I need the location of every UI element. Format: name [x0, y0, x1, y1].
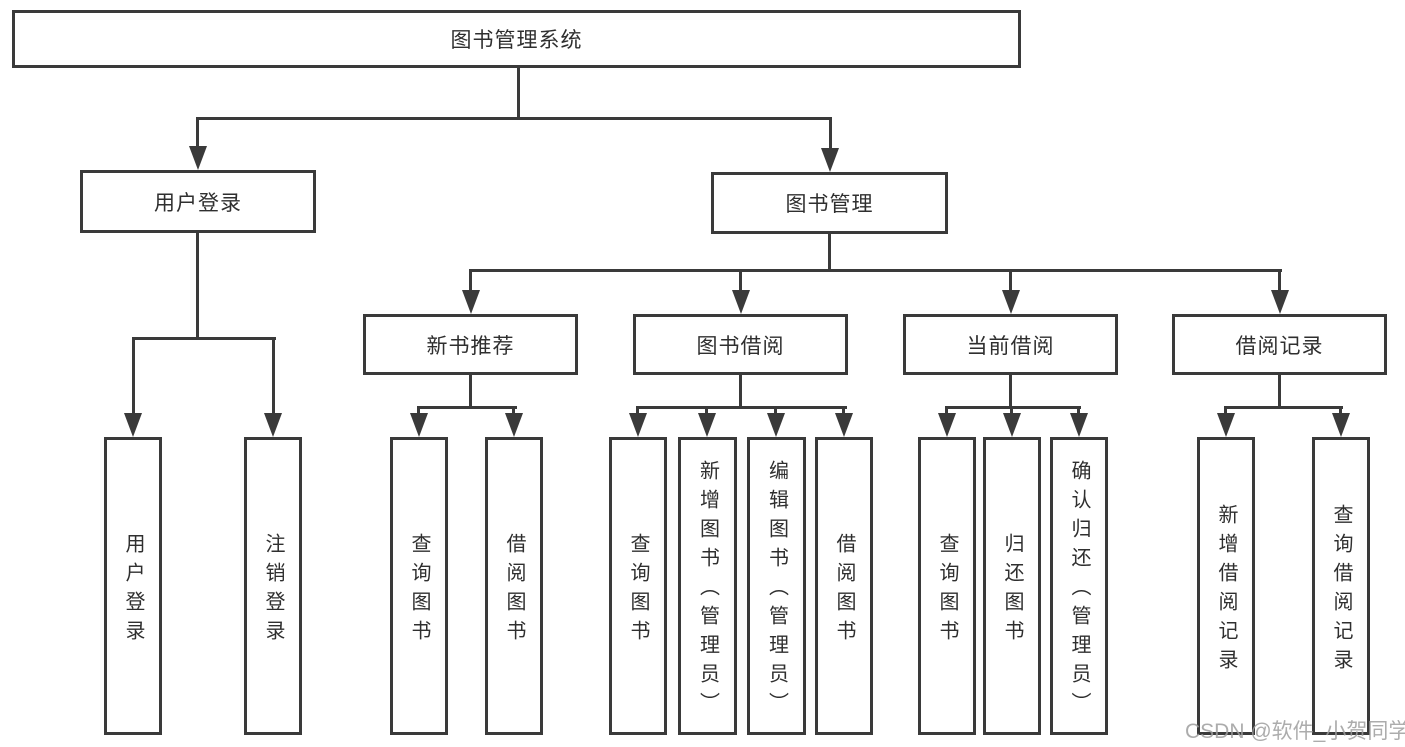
connector-line: [636, 406, 639, 416]
arrow-down-icon: [821, 148, 839, 172]
connector-line: [469, 269, 472, 293]
connector-line: [272, 337, 275, 415]
node-book-management-label: 图书管理: [785, 193, 874, 216]
arrow-down-icon: [410, 413, 428, 437]
leaf-logout-label: 注销登录: [262, 532, 284, 649]
node-user-login-label: 用户登录: [154, 191, 242, 215]
leaf-query-books-1-label: 查询图书: [408, 532, 430, 649]
node-book-management: 图书管理: [711, 172, 948, 234]
node-user-login: 用户登录: [80, 170, 316, 233]
connector-line: [1339, 406, 1342, 416]
arrow-down-icon: [189, 146, 207, 170]
arrow-down-icon: [1217, 413, 1235, 437]
connector-line: [842, 406, 845, 416]
arrow-down-icon: [124, 413, 142, 437]
arrow-down-icon: [1332, 413, 1350, 437]
connector-line: [636, 406, 847, 409]
connector-line: [469, 374, 472, 409]
csdn-watermark: CSDN @软件_小贺同学: [1185, 720, 1405, 743]
connector-line: [517, 66, 520, 119]
connector-line: [132, 337, 135, 415]
leaf-add-books-admin-label: 新增图书（管理员）: [696, 460, 719, 721]
arrow-down-icon: [1070, 413, 1088, 437]
arrow-down-icon: [462, 290, 480, 314]
connector-line: [1224, 406, 1343, 409]
connector-line: [196, 117, 199, 149]
node-borrow-records-label: 借阅记录: [1235, 334, 1324, 358]
connector-line: [196, 117, 832, 120]
arrow-down-icon: [1003, 413, 1021, 437]
node-new-book-recommend-label: 新书推荐: [426, 334, 515, 358]
arrow-down-icon: [505, 413, 523, 437]
arrow-down-icon: [938, 413, 956, 437]
leaf-confirm-return-admin: 确认归还（管理员）: [1050, 437, 1108, 735]
connector-line: [132, 337, 276, 340]
leaf-query-books-3-label: 查询图书: [936, 532, 958, 649]
connector-line: [1278, 374, 1281, 409]
arrow-down-icon: [835, 413, 853, 437]
leaf-return-books-label: 归还图书: [1001, 532, 1023, 649]
leaf-borrow-books-1-label: 借阅图书: [503, 532, 525, 649]
leaf-confirm-return-admin-label: 确认归还（管理员）: [1068, 460, 1090, 721]
arrow-down-icon: [1271, 290, 1289, 314]
leaf-query-borrow-record-label: 查询借阅记录: [1330, 503, 1352, 678]
leaf-borrow-books-1: 借阅图书: [485, 437, 543, 735]
connector-line: [829, 117, 832, 151]
connector-line: [417, 406, 420, 416]
node-book-borrow: 图书借阅: [633, 314, 848, 375]
arrow-down-icon: [732, 290, 750, 314]
leaf-add-books-admin: 新增图书（管理员）: [678, 437, 737, 735]
arrow-down-icon: [1002, 290, 1020, 314]
connector-line: [1009, 374, 1012, 409]
leaf-add-borrow-record: 新增借阅记录: [1197, 437, 1255, 735]
leaf-query-books-1: 查询图书: [390, 437, 448, 735]
arrow-down-icon: [264, 413, 282, 437]
connector-line: [512, 406, 515, 416]
leaf-query-books-2: 查询图书: [609, 437, 667, 735]
node-borrow-records: 借阅记录: [1172, 314, 1387, 375]
connector-line: [774, 406, 777, 416]
leaf-borrow-books-2: 借阅图书: [815, 437, 873, 735]
connector-line: [1278, 269, 1281, 293]
connector-line: [1010, 406, 1013, 416]
node-current-borrow: 当前借阅: [903, 314, 1118, 375]
node-new-book-recommend: 新书推荐: [363, 314, 578, 375]
leaf-edit-books-admin: 编辑图书（管理员）: [747, 437, 806, 735]
connector-line: [1009, 269, 1012, 293]
leaf-query-borrow-record: 查询借阅记录: [1312, 437, 1370, 735]
leaf-user-login-label: 用户登录: [122, 532, 144, 649]
connector-line: [945, 406, 948, 416]
connector-line: [945, 406, 1081, 409]
leaf-logout: 注销登录: [244, 437, 302, 735]
connector-line: [739, 269, 742, 293]
leaf-edit-books-admin-label: 编辑图书（管理员）: [765, 460, 788, 721]
connector-line: [196, 232, 199, 340]
connector-line: [705, 406, 708, 416]
connector-line: [469, 269, 1282, 272]
leaf-query-books-3: 查询图书: [918, 437, 976, 735]
leaf-add-borrow-record-label: 新增借阅记录: [1215, 503, 1237, 678]
arrow-down-icon: [767, 413, 785, 437]
connector-line: [417, 406, 517, 409]
connector-line: [1224, 406, 1227, 416]
arrow-down-icon: [629, 413, 647, 437]
arrow-down-icon: [698, 413, 716, 437]
node-root: 图书管理系统: [12, 10, 1021, 68]
leaf-return-books: 归还图书: [983, 437, 1041, 735]
connector-line: [1077, 406, 1080, 416]
node-book-borrow-label: 图书借阅: [696, 334, 785, 358]
connector-line: [739, 374, 742, 409]
node-current-borrow-label: 当前借阅: [966, 334, 1055, 358]
leaf-query-books-2-label: 查询图书: [627, 532, 649, 649]
leaf-borrow-books-2-label: 借阅图书: [833, 532, 855, 649]
node-root-label: 图书管理系统: [450, 29, 583, 52]
connector-line: [828, 233, 831, 272]
leaf-user-login: 用户登录: [104, 437, 162, 735]
